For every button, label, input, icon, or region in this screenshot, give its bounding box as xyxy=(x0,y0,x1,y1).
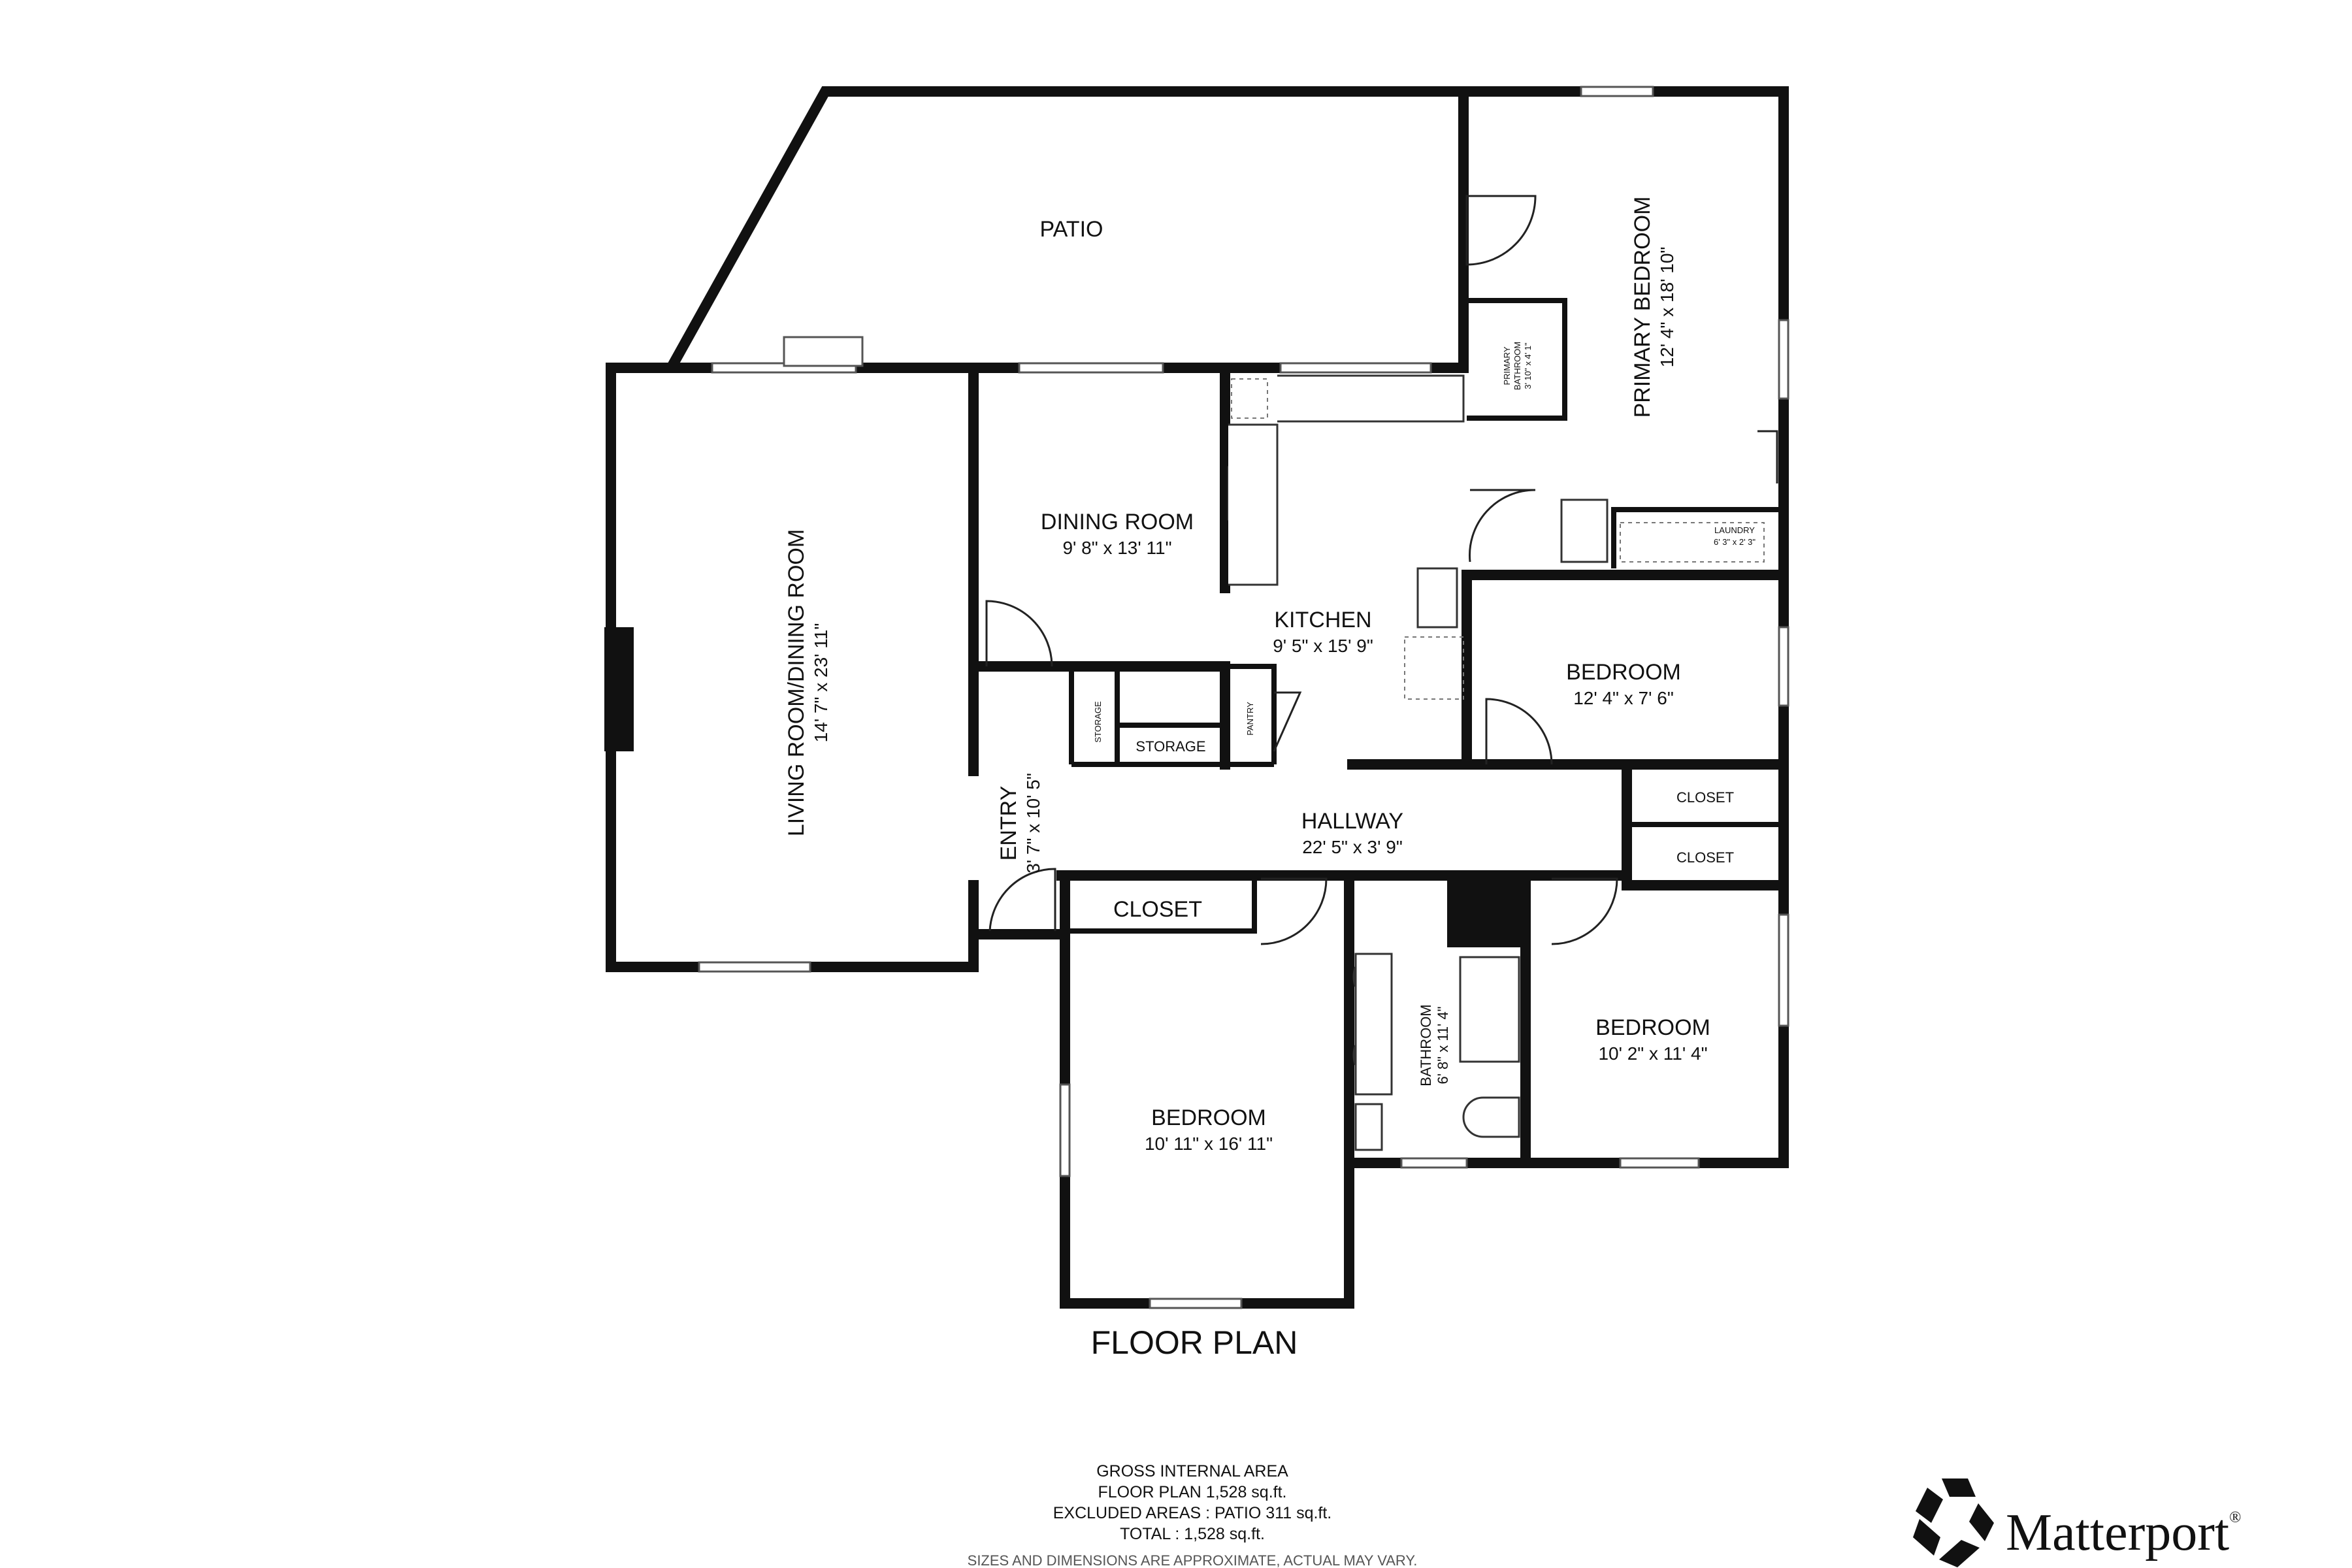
label-primary-bedroom: PRIMARY BEDROOM 12' 4" x 18' 10" xyxy=(1630,197,1677,418)
door-bedroom-left xyxy=(1260,877,1328,945)
kitchen-counter-top xyxy=(1277,374,1465,423)
area-note: SIZES AND DIMENSIONS ARE APPROXIMATE, AC… xyxy=(968,1552,1418,1568)
label-storage-small: STORAGE xyxy=(1093,701,1103,743)
bathroom-name: BATHROOM xyxy=(1418,1004,1434,1086)
bedroom-mid-window xyxy=(1778,626,1789,707)
refrigerator-icon xyxy=(1416,567,1458,629)
label-kitchen: KITCHEN xyxy=(1274,608,1371,632)
primary-bedroom-window-side xyxy=(1778,319,1789,400)
primary-bedroom-window-top xyxy=(1580,86,1654,97)
toilet-icon xyxy=(1462,1096,1520,1138)
primary-bedroom-name: PRIMARY BEDROOM xyxy=(1630,197,1655,418)
primary-bathroom-wall xyxy=(1467,298,1567,421)
matterport-name: Matterport xyxy=(2006,1504,2229,1561)
primary-bedroom-dims: 12' 4" x 18' 10" xyxy=(1657,247,1677,368)
hallway-top-wall xyxy=(1347,570,1632,770)
matterport-brand: Matterport® xyxy=(1913,1478,2241,1567)
washer-dryer-icon xyxy=(1620,522,1765,563)
bedroom-right-window-bottom xyxy=(1619,1157,1700,1169)
label-bedroom-bottom-left: BEDROOM xyxy=(1151,1105,1266,1130)
hallway-dims: 22' 5" x 3' 9" xyxy=(1302,837,1403,857)
label-bedroom-mid: BEDROOM xyxy=(1566,660,1681,685)
linen-icon xyxy=(1354,1103,1383,1151)
area-floor-plan: FLOOR PLAN 1,528 sq.ft. xyxy=(1098,1483,1286,1501)
bathroom-column xyxy=(1447,875,1526,947)
label-closet-bottom: CLOSET xyxy=(1113,897,1202,922)
label-bedroom-bottom-right: BEDROOM xyxy=(1595,1015,1710,1040)
label-patio: PATIO xyxy=(1040,217,1103,242)
label-laundry: LAUNDRY xyxy=(1714,525,1755,535)
area-heading: GROSS INTERNAL AREA xyxy=(1096,1462,1288,1480)
bedroom-bottom-left-wall xyxy=(1060,870,1354,1309)
openings xyxy=(698,86,1789,1309)
label-closet-right-1: CLOSET xyxy=(1676,789,1734,806)
living-dining-name: LIVING ROOM/DINING ROOM xyxy=(784,529,809,836)
labels: PATIO PRIMARY BEDROOM 12' 4" x 18' 10" P… xyxy=(784,197,1756,1568)
area-total: TOTAL : 1,528 sq.ft. xyxy=(1120,1525,1265,1543)
bedroom-bottom-left-dims: 10' 11" x 16' 11" xyxy=(1145,1134,1273,1154)
dishwasher-icon xyxy=(1231,378,1268,419)
fireplace-icon xyxy=(604,627,634,751)
bathroom-dims: 6' 8" x 11' 4" xyxy=(1435,1006,1451,1084)
storage-small-name: STORAGE xyxy=(1093,701,1103,743)
label-storage: STORAGE xyxy=(1135,738,1205,755)
bedroom-right-window xyxy=(1778,913,1789,1027)
door-dining-entry xyxy=(985,600,1053,667)
bedroom-left-window-side xyxy=(1059,1083,1071,1177)
fixtures xyxy=(1227,374,1765,1151)
door-kitchen-bedroom xyxy=(1469,489,1536,563)
matterport-logo-icon xyxy=(1913,1478,1994,1567)
patio-step xyxy=(783,336,864,367)
bathtub-icon xyxy=(1459,956,1520,1063)
label-pantry: PANTRY xyxy=(1245,702,1255,736)
laundry-dims: 6' 3" x 2' 3" xyxy=(1714,537,1756,547)
bathroom-window xyxy=(1400,1157,1468,1169)
dining-window xyxy=(1018,362,1164,374)
primary-closet-icon xyxy=(1560,498,1609,563)
label-bathroom: BATHROOM 6' 8" x 11' 4" xyxy=(1418,1004,1451,1086)
label-closet-right-2: CLOSET xyxy=(1676,849,1734,866)
entry-name: ENTRY xyxy=(996,786,1021,861)
laundry-wall xyxy=(1611,507,1784,568)
dining-room-dims: 9' 8" x 13' 11" xyxy=(1062,538,1171,558)
primary-bathroom-dims: 3' 10" x 4' 1" xyxy=(1523,342,1533,389)
label-hallway: HALLWAY xyxy=(1301,809,1403,834)
kitchen-dims: 9' 5" x 15' 9" xyxy=(1273,636,1373,656)
primary-bedroom-wall xyxy=(1458,86,1789,580)
vanity-icon xyxy=(1354,953,1393,1096)
label-primary-bathroom: PRIMARY BATHROOM 3' 10" x 4' 1" xyxy=(1502,342,1533,390)
matterport-registered: ® xyxy=(2229,1509,2241,1526)
door-bedroom-mid xyxy=(1485,698,1553,765)
label-entry: ENTRY 3' 7" x 10' 5" xyxy=(996,773,1043,874)
kitchen-counter-left xyxy=(1228,423,1279,586)
door-bedroom-right xyxy=(1551,877,1618,945)
door-pantry xyxy=(1273,691,1302,752)
door-primary-bedroom xyxy=(1465,195,1537,266)
pantry-name: PANTRY xyxy=(1245,702,1255,736)
bedroom-left-window-bottom xyxy=(1149,1298,1243,1309)
kitchen-window xyxy=(1279,362,1432,374)
appliance-space-icon xyxy=(1404,636,1464,700)
bedroom-mid-dims: 12' 4" x 7' 6" xyxy=(1573,688,1674,708)
bedroom-bottom-right-dims: 10' 2" x 11' 4" xyxy=(1598,1043,1707,1064)
area-excluded: EXCLUDED AREAS : PATIO 311 sq.ft. xyxy=(1053,1504,1332,1522)
primary-bathroom-name-1: PRIMARY xyxy=(1502,346,1512,385)
storage-wall xyxy=(1069,664,1277,767)
living-dining-dims: 14' 7" x 23' 11" xyxy=(811,623,831,743)
label-living-dining: LIVING ROOM/DINING ROOM 14' 7" x 23' 11" xyxy=(784,529,831,836)
primary-bathroom-name-2: BATHROOM xyxy=(1512,342,1522,390)
matterport-wordmark: Matterport® xyxy=(2006,1504,2241,1561)
label-dining-room: DINING ROOM xyxy=(1041,510,1194,534)
door-front-entry xyxy=(988,868,1056,932)
door-laundry xyxy=(1757,430,1778,483)
closet-bottom-wall xyxy=(1065,875,1257,934)
floor-plan-title: FLOOR PLAN xyxy=(1091,1324,1298,1361)
entry-dims: 3' 7" x 10' 5" xyxy=(1023,773,1043,874)
living-window-bottom xyxy=(698,961,811,973)
